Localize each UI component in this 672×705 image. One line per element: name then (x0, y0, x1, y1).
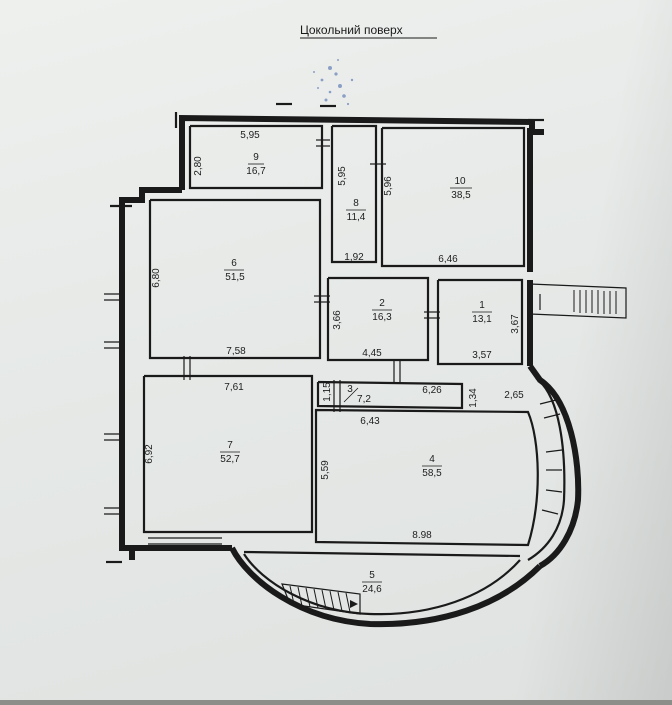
stairs-basement (281, 583, 361, 615)
dim-r9-width: 5,95 (240, 130, 260, 141)
ink-smudge (313, 59, 354, 106)
plan-title: Цокольний поверх (300, 23, 403, 37)
dim-bay-width: 2,65 (504, 390, 524, 401)
room-8-area: 11,4 (347, 212, 366, 223)
room-6-area: 51,5 (225, 272, 245, 283)
dim-r6-depth: 6,80 (151, 268, 162, 288)
dim-r6-width: 7,58 (226, 346, 246, 357)
dim-r4-depth: 5,59 (320, 460, 331, 480)
dim-r10-width: 6,46 (438, 254, 458, 265)
dim-r7-depth: 6,92 (144, 444, 155, 464)
outer-walls (106, 102, 582, 628)
room-1-number: 1 (479, 300, 485, 311)
dim-r7-top: 7,61 (224, 382, 244, 393)
room-4-area: 58,5 (422, 468, 442, 479)
stair-arrow-icon (350, 600, 358, 608)
dim-r2-depth: 3,66 (332, 310, 343, 330)
dim-r4-width: 8.98 (412, 530, 432, 541)
dimension-labels: 5,95 2,80 5,95 5,96 1,92 6,46 6,80 7,58 … (144, 130, 524, 541)
room-9-area: 16,7 (246, 166, 266, 177)
dim-r8-right: 5,96 (383, 176, 394, 196)
room-7-area: 52,7 (220, 454, 240, 465)
room-1-area: 13,1 (472, 314, 492, 325)
dim-r3-bottom: 6,43 (360, 416, 380, 427)
dim-r1-width: 3,57 (472, 350, 492, 361)
room-6-number: 6 (231, 258, 237, 269)
room-10-area: 38,5 (451, 190, 471, 201)
room-9-number: 9 (253, 152, 259, 163)
room-5-area: 24,6 (362, 584, 382, 595)
dim-r9-depth: 2,80 (193, 156, 204, 176)
interior-walls (142, 124, 539, 616)
room-4-number: 4 (429, 454, 435, 465)
doors (104, 139, 440, 545)
room-5-number: 5 (369, 570, 375, 581)
dim-corridor-depth: 1,34 (468, 388, 479, 408)
room-3-area: 7,2 (357, 394, 371, 405)
room-8-number: 8 (353, 198, 359, 209)
dim-r8-width: 1,92 (344, 252, 364, 263)
dim-r2-width: 4,45 (362, 348, 382, 359)
room-labels: 9 16,7 8 11,4 10 38,5 6 51,5 2 16,3 1 13… (220, 152, 492, 595)
dim-r1-depth: 3,67 (510, 314, 521, 334)
room-7-number: 7 (227, 440, 233, 451)
room-2-number: 2 (379, 298, 385, 309)
room-10-number: 10 (454, 176, 466, 187)
dim-r3-width: 6,26 (422, 385, 442, 396)
stairs-exterior (529, 283, 627, 319)
room-2-area: 16,3 (372, 312, 392, 323)
room-3-number: 3 (347, 384, 353, 395)
dim-r8-left: 5,95 (337, 166, 348, 186)
dim-r3-depth: 1,15 (322, 382, 333, 402)
bay-window (539, 399, 563, 515)
